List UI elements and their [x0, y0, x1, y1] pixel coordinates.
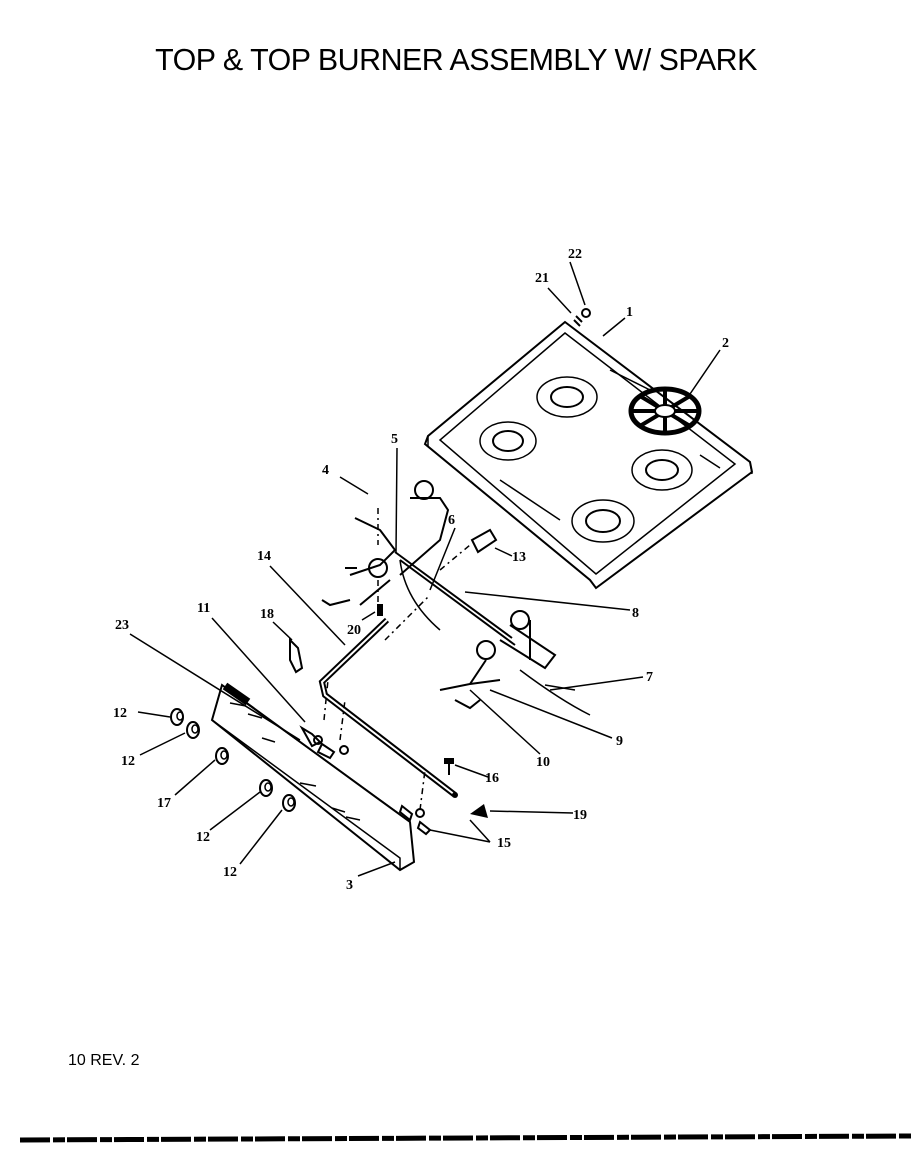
knob: [170, 708, 184, 726]
manifold-part-14: [318, 617, 458, 798]
knob: [259, 779, 273, 797]
callout-15: 15: [497, 836, 511, 851]
callout-4: 4: [322, 463, 329, 478]
callout-16: 16: [485, 771, 499, 786]
burner-grate-part-2: [628, 386, 702, 436]
scan-border: [19, 1133, 912, 1143]
burner-ring: [631, 449, 693, 491]
callout-2: 2: [722, 336, 729, 351]
knob: [215, 747, 229, 765]
callout-12: 12: [196, 830, 210, 845]
burner-ring: [479, 421, 537, 461]
callout-23: 23: [115, 618, 129, 633]
leader-lines: [129, 261, 721, 877]
callout-12: 12: [121, 754, 135, 769]
burner-assembly-front: [439, 610, 557, 710]
knob: [282, 794, 296, 812]
callout-9: 9: [616, 734, 623, 749]
callout-18: 18: [260, 607, 274, 622]
knob: [186, 721, 200, 739]
callout-12: 12: [113, 706, 127, 721]
callout-6: 6: [448, 513, 455, 528]
callout-7: 7: [646, 670, 653, 685]
callout-17: 17: [157, 796, 171, 811]
revision-label: 10 REV. 2: [68, 1052, 140, 1069]
callout-14: 14: [257, 549, 271, 564]
callout-5: 5: [391, 432, 398, 447]
diagram-title: TOP & TOP BURNER ASSEMBLY W/ SPARK: [155, 42, 757, 77]
callout-22: 22: [568, 247, 582, 262]
callout-21: 21: [535, 271, 549, 286]
callout-13: 13: [512, 550, 526, 565]
callout-3: 3: [346, 878, 353, 893]
burner-ring: [571, 499, 635, 543]
callout-19: 19: [573, 808, 587, 823]
callout-10: 10: [536, 755, 550, 770]
callout-1: 1: [626, 305, 633, 320]
cooktop-part-1: [423, 320, 754, 590]
callout-8: 8: [632, 606, 639, 621]
control-panel-part-3: [210, 682, 416, 872]
burner-assembly-rear: [321, 480, 450, 607]
burner-ring: [536, 376, 598, 418]
callout-11: 11: [197, 601, 210, 616]
callout-20: 20: [347, 623, 361, 638]
callout-12: 12: [223, 865, 237, 880]
